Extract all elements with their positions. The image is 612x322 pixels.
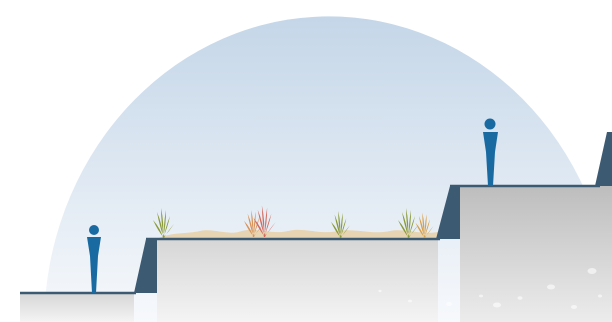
lower-ground [20,293,134,322]
person-head [89,225,99,235]
planting-bed [157,230,438,239]
person-head [485,119,496,130]
middle-terrace [157,239,438,322]
soil-mound [157,230,438,239]
upper-terrace-front [460,186,612,322]
far-retaining-wall [595,132,612,186]
